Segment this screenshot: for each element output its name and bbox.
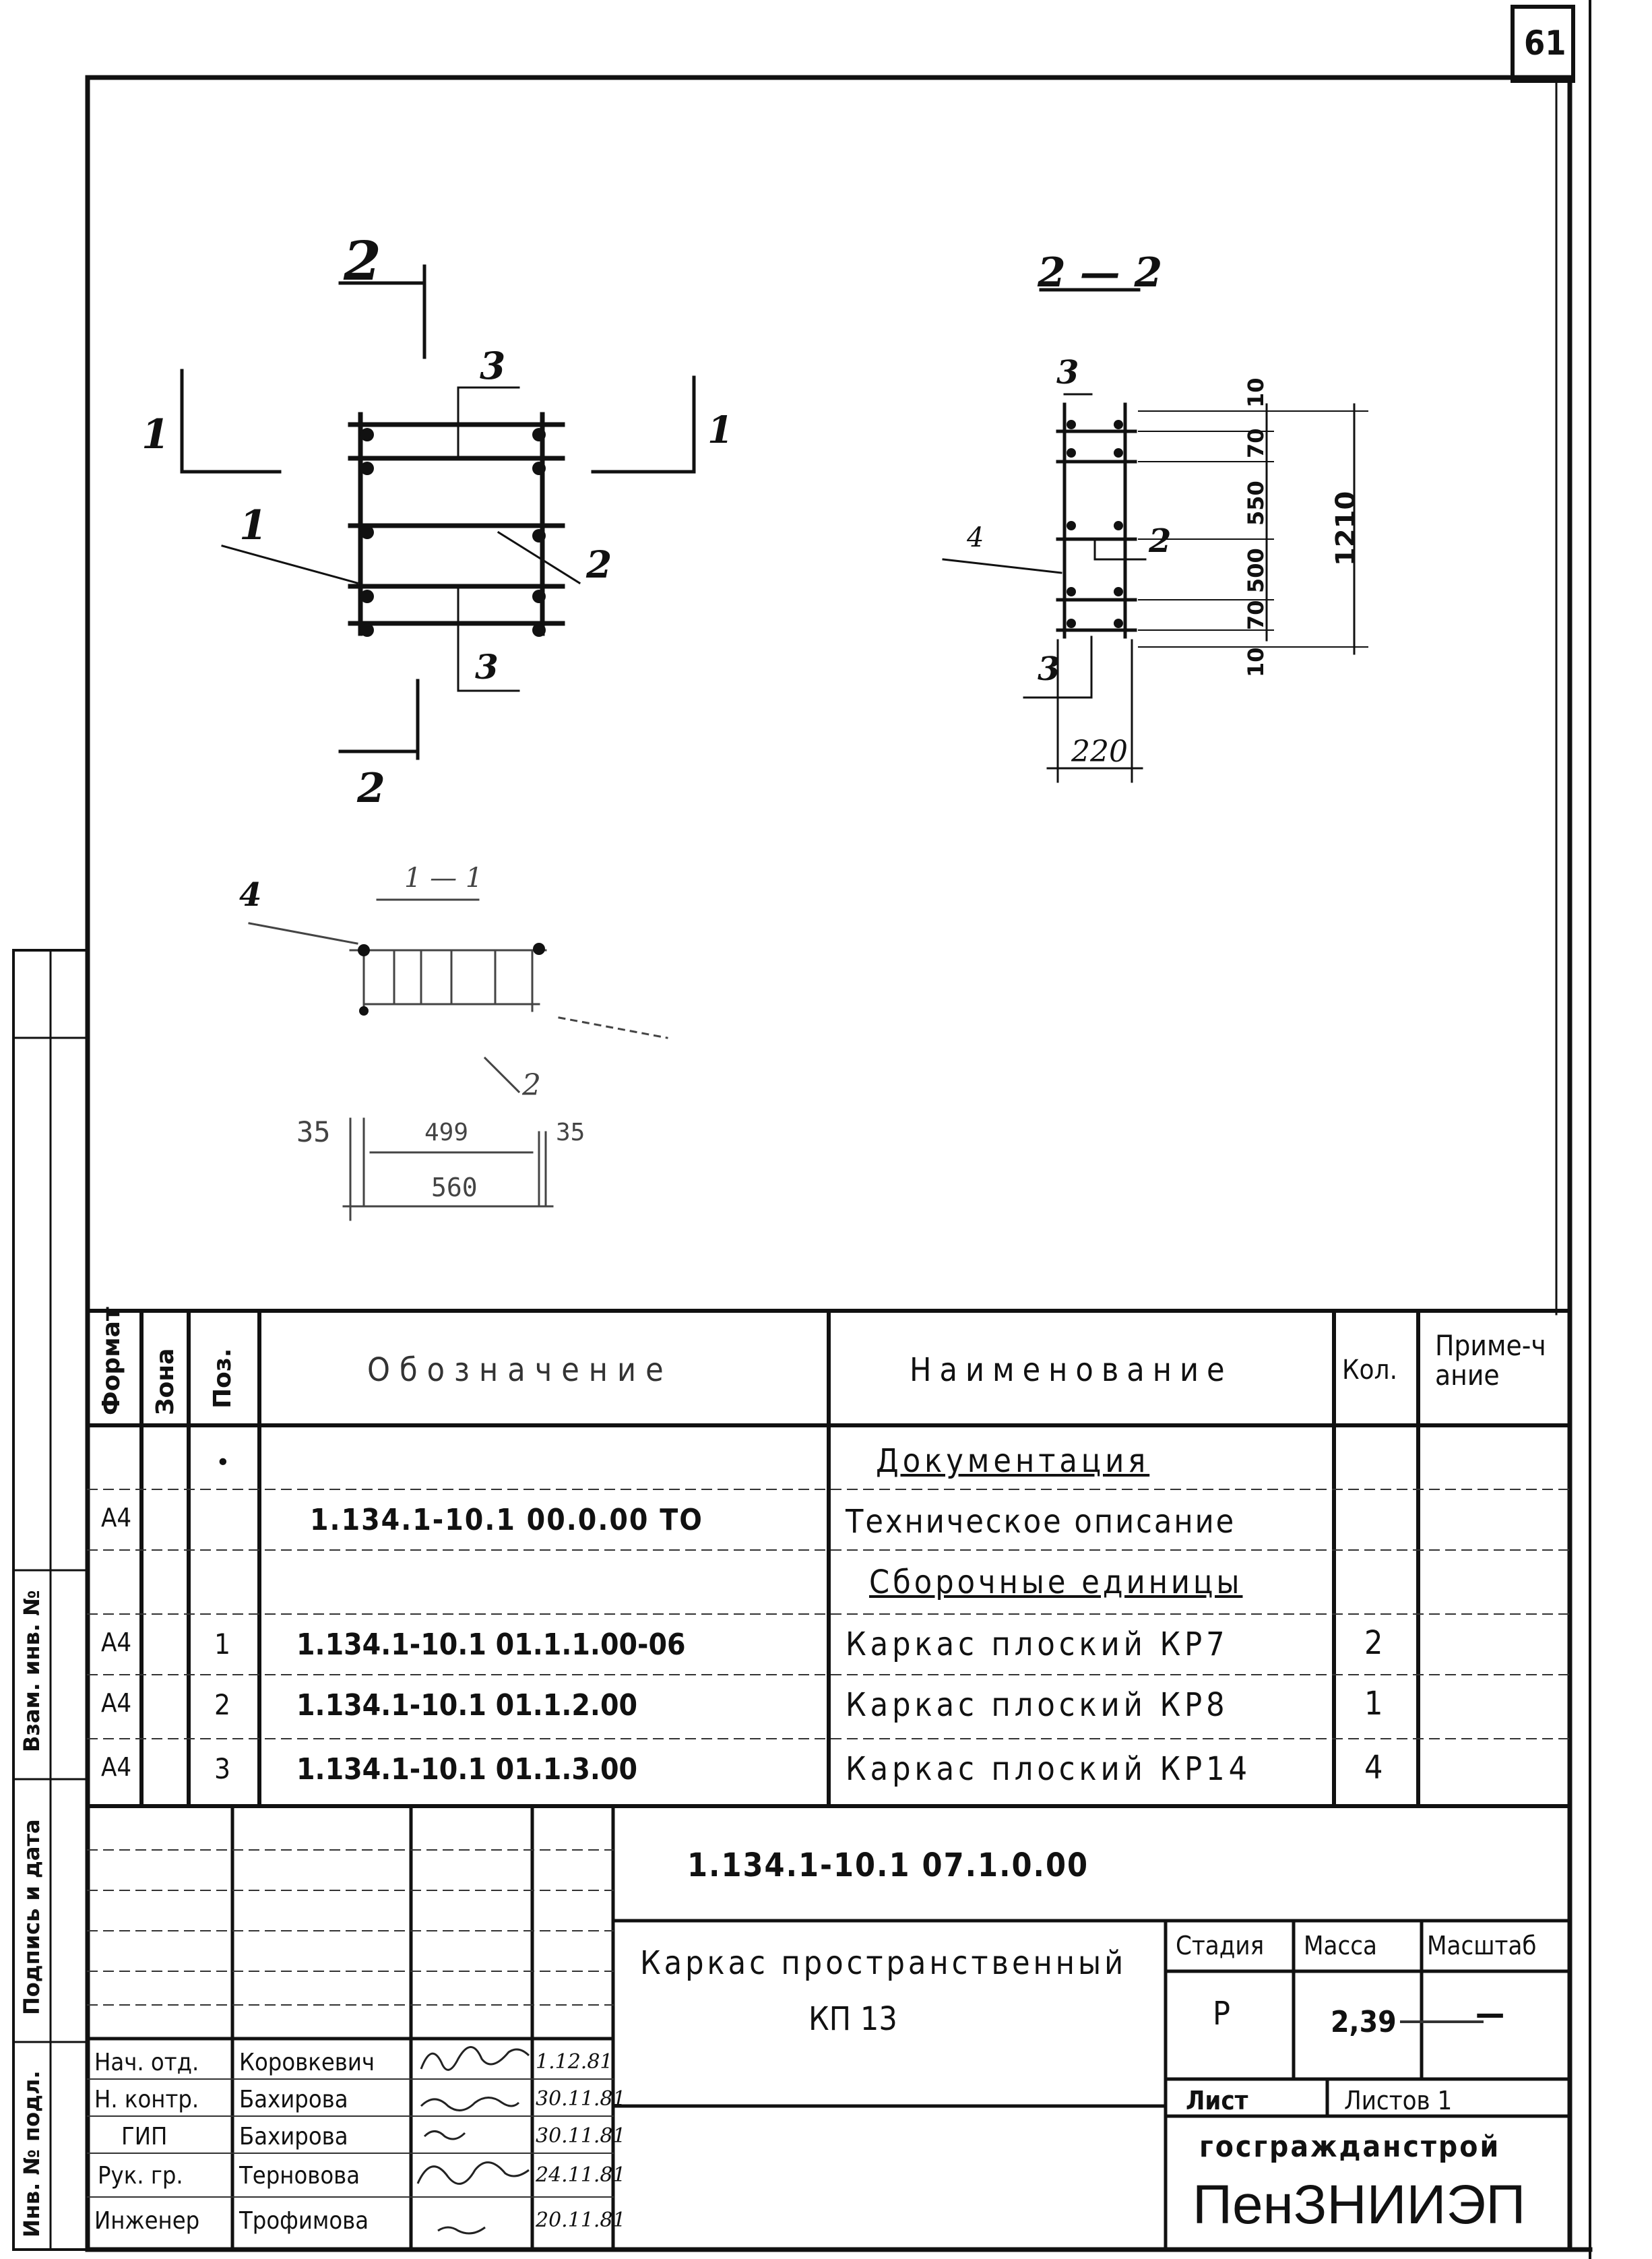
spec-row-qty: 4 xyxy=(1364,1749,1383,1787)
spec-row-format: А4 xyxy=(101,1752,132,1782)
dim-width-220: 220 xyxy=(1071,735,1128,769)
spec-row-name: Каркас плоский КР8 xyxy=(846,1686,1229,1724)
view-1-1-position-2: 2 xyxy=(522,1068,541,1103)
sheets-label: Листов 1 xyxy=(1344,2086,1453,2115)
header-zone: Зона xyxy=(152,1348,179,1415)
view-1-1-dim-560: 560 xyxy=(431,1173,478,1202)
signer-date: 20.11.81 xyxy=(536,2208,626,2232)
doc-row-name: Техническое описание xyxy=(846,1503,1236,1541)
spec-row-format: А4 xyxy=(101,1628,132,1657)
section-2-2-title: 2 — 2 xyxy=(1038,249,1163,297)
doc-row-format: А4 xyxy=(101,1503,132,1533)
spec-row-name: Каркас плоский КР14 xyxy=(846,1750,1252,1788)
spec-row-designation: 1.134.1-10.1 01.1.1.00-06 xyxy=(296,1628,686,1662)
plan-position-label-3-top: 3 xyxy=(480,344,506,388)
sheet-number-box xyxy=(1511,5,1575,83)
spec-row-pos: 2 xyxy=(214,1688,231,1721)
dim-10-bottom: 10 xyxy=(1243,647,1269,677)
signer-name: Бахирова xyxy=(239,2086,348,2113)
stage-value: Р xyxy=(1213,1995,1231,2033)
plan-position-label-1: 1 xyxy=(239,502,267,549)
side-inv-label: Инв. № подл. xyxy=(19,2070,44,2237)
view-1-1 xyxy=(248,898,668,1221)
section-2-2-position-4: 4 xyxy=(967,522,984,553)
side-sign-label: Подпись и дата xyxy=(19,1819,44,2015)
signer-role: Рук. гр. xyxy=(98,2162,183,2190)
section-2-2 xyxy=(942,288,1368,783)
dim-total-1210: 1210 xyxy=(1331,491,1362,566)
spec-row-pos: 3 xyxy=(214,1752,231,1785)
org-line1: госгражданстрой xyxy=(1199,2130,1501,2164)
stage-label: Стадия xyxy=(1176,1931,1265,1960)
spec-row-qty: 1 xyxy=(1364,1685,1383,1723)
doc-code: 1.134.1-10.1 07.1.0.00 xyxy=(687,1847,1089,1884)
dim-500: 500 xyxy=(1243,548,1269,593)
signer-name: Терновова xyxy=(239,2162,360,2190)
plan-section-mark-2-bottom: 2 xyxy=(357,765,385,812)
mass-value: 2,39 xyxy=(1331,2005,1397,2039)
signer-name: Коровкевич xyxy=(239,2049,375,2076)
signer-date: 1.12.81 xyxy=(536,2050,613,2074)
dim-550: 550 xyxy=(1243,481,1269,526)
view-1-1-dim-35-left: 35 xyxy=(296,1115,331,1148)
doc-title-line1: Каркас пространственный xyxy=(640,1944,1127,1982)
title-block-grid xyxy=(86,1804,1572,2252)
sheet-label: Лист xyxy=(1186,2086,1248,2115)
signer-date: 24.11.81 xyxy=(536,2163,626,2187)
header-format: Формат xyxy=(98,1307,125,1415)
signer-name: Бахирова xyxy=(239,2123,348,2150)
view-1-1-dim-35-right: 35 xyxy=(556,1119,585,1146)
header-designation: Обозначение xyxy=(367,1351,673,1389)
spec-row-name: Каркас плоский КР7 xyxy=(846,1626,1229,1663)
side-replace-label: Взам. инв. № xyxy=(19,1590,44,1752)
view-1-1-dim-499: 499 xyxy=(424,1119,469,1146)
scale-label: Масштаб xyxy=(1427,1931,1537,1960)
signer-date: 30.11.81 xyxy=(536,2124,626,2148)
view-1-1-position-4: 4 xyxy=(239,876,262,914)
plan-position-label-2: 2 xyxy=(586,543,612,586)
plan-section-mark-1-right: 1 xyxy=(707,408,734,452)
signer-role: ГИП xyxy=(121,2123,168,2150)
spec-row-qty: 2 xyxy=(1364,1624,1383,1662)
section-2-2-position-2: 2 xyxy=(1149,522,1172,560)
signer-name: Трофимова xyxy=(239,2207,369,2235)
spec-row-format: А4 xyxy=(101,1688,132,1718)
plan-section-mark-1-left: 1 xyxy=(141,411,170,458)
dim-10-top: 10 xyxy=(1243,377,1269,408)
section-documentation: Документация xyxy=(876,1442,1150,1480)
spec-table-grid xyxy=(86,1309,1572,1808)
scale-value: — xyxy=(1475,1995,1505,2033)
header-pos: Поз. xyxy=(209,1348,236,1409)
section-2-2-position-3-top: 3 xyxy=(1056,354,1079,392)
mass-label: Масса xyxy=(1304,1931,1377,1960)
header-qty: Кол. xyxy=(1342,1355,1397,1386)
signer-role: Н. контр. xyxy=(94,2086,199,2113)
dim-70-bottom: 70 xyxy=(1243,600,1269,630)
signer-role: Инженер xyxy=(94,2207,200,2235)
header-note: Приме-чание xyxy=(1435,1329,1546,1392)
doc-row-mark: • xyxy=(216,1449,230,1477)
org-line2: ПенЗНИИЭП xyxy=(1193,2174,1526,2235)
signer-role: Нач. отд. xyxy=(94,2049,199,2076)
plan-view xyxy=(348,412,565,636)
spec-row-designation: 1.134.1-10.1 01.1.3.00 xyxy=(296,1752,638,1787)
sheet-number: 61 xyxy=(1524,24,1566,63)
spec-row-pos: 1 xyxy=(214,1628,231,1661)
signer-date: 30.11.81 xyxy=(536,2087,626,2111)
spec-row-designation: 1.134.1-10.1 01.1.2.00 xyxy=(296,1688,638,1723)
section-assemblies: Сборочные единицы xyxy=(869,1564,1243,1601)
header-name: Наименование xyxy=(910,1351,1233,1389)
plan-section-mark-2-top: 2 xyxy=(344,229,381,292)
plan-position-label-3-bottom: 3 xyxy=(475,647,499,687)
dim-70-top: 70 xyxy=(1243,428,1269,458)
section-2-2-position-3-bottom: 3 xyxy=(1038,650,1060,688)
doc-row-designation: 1.134.1-10.1 00.0.00 ТО xyxy=(310,1503,703,1537)
doc-title-line2: КП 13 xyxy=(808,2000,897,2038)
view-1-1-title: 1 — 1 xyxy=(404,863,483,894)
